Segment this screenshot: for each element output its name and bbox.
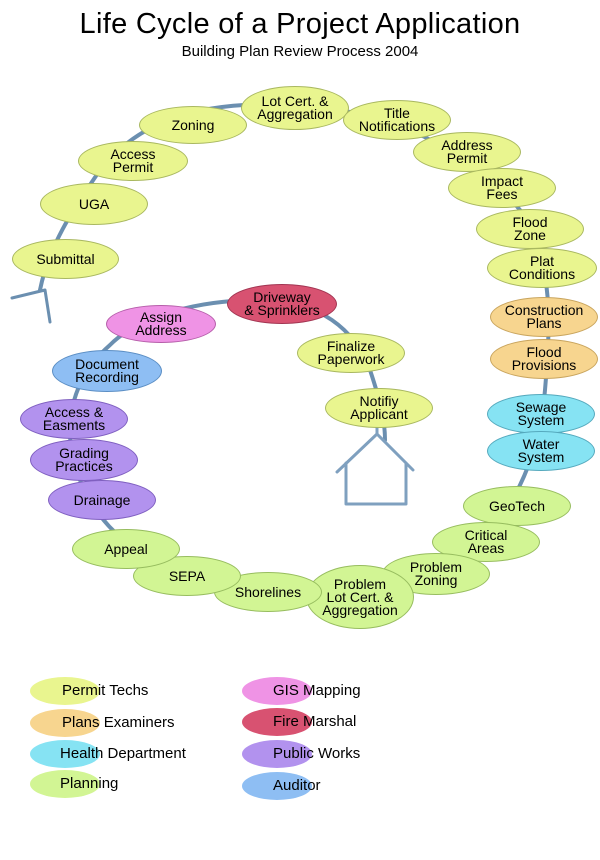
step-node: Title Notifications bbox=[343, 100, 451, 140]
legend-swatch bbox=[242, 740, 312, 768]
step-node: Address Permit bbox=[413, 132, 521, 172]
step-node: UGA bbox=[40, 183, 148, 225]
step-node: GeoTech bbox=[463, 486, 571, 526]
step-node: Lot Cert. & Aggregation bbox=[241, 86, 349, 130]
step-node: Document Recording bbox=[52, 350, 162, 392]
legend-swatch bbox=[242, 708, 312, 736]
step-node: Plat Conditions bbox=[487, 248, 597, 288]
legend-swatch bbox=[30, 740, 100, 768]
legend-swatch bbox=[30, 770, 100, 798]
legend-swatch bbox=[30, 677, 100, 705]
step-node: Appeal bbox=[72, 529, 180, 569]
legend-swatch bbox=[242, 772, 312, 800]
legend-swatch bbox=[242, 677, 312, 705]
step-node: Access & Easments bbox=[20, 399, 128, 439]
step-node: Flood Provisions bbox=[490, 339, 598, 379]
page-subtitle: Building Plan Review Process 2004 bbox=[181, 43, 419, 60]
legend-label: GIS Mapping bbox=[273, 682, 361, 699]
page-title: Life Cycle of a Project Application bbox=[79, 8, 521, 40]
step-node: Construction Plans bbox=[490, 297, 598, 337]
step-node: Flood Zone bbox=[476, 209, 584, 249]
legend-label: Auditor bbox=[273, 777, 321, 794]
legend-label: Fire Marshal bbox=[273, 713, 357, 730]
branch-line bbox=[10, 288, 52, 324]
house-icon bbox=[335, 418, 415, 506]
step-node: Driveway & Sprinklers bbox=[227, 284, 337, 324]
legend-label: Plans Examiners bbox=[62, 714, 175, 731]
step-node: Notifiy Applicant bbox=[325, 388, 433, 428]
step-node: Access Permit bbox=[78, 141, 188, 181]
step-node: Water System bbox=[487, 431, 595, 471]
step-node: Problem Lot Cert. & Aggregation bbox=[306, 565, 414, 629]
step-node: Drainage bbox=[48, 480, 156, 520]
step-node: Finalize Paperwork bbox=[297, 333, 405, 373]
step-node: Sewage System bbox=[487, 394, 595, 434]
legend-label: Permit Techs bbox=[62, 682, 149, 699]
step-node: Impact Fees bbox=[448, 168, 556, 208]
legend-swatch bbox=[30, 709, 100, 737]
legend-label: Health Department bbox=[60, 745, 186, 762]
legend-label: Public Works bbox=[273, 745, 361, 762]
step-node: Grading Practices bbox=[30, 439, 138, 481]
step-node: Assign Address bbox=[106, 305, 216, 343]
legend-label: Planning bbox=[60, 775, 119, 792]
step-node: Submittal bbox=[12, 239, 119, 279]
step-node: Zoning bbox=[139, 106, 247, 144]
